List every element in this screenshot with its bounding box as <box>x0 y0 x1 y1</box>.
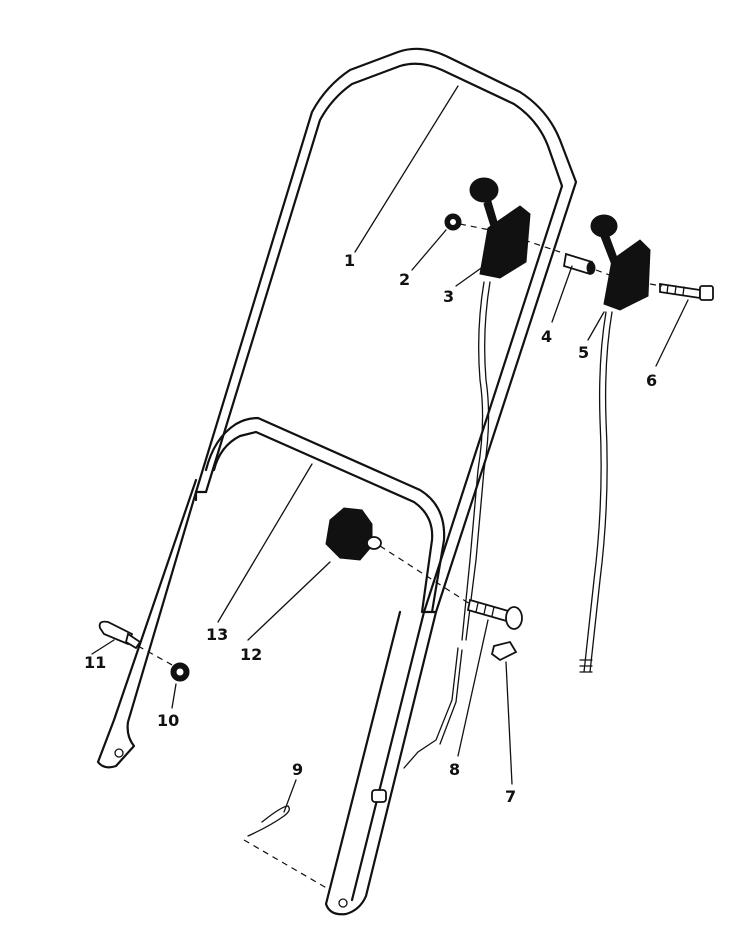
nut-2 <box>444 213 462 231</box>
callout-5: 5 <box>578 343 589 362</box>
assembly-lines <box>137 223 663 891</box>
spacer-4 <box>562 252 596 276</box>
bolt-6 <box>659 282 714 301</box>
callout-2: 2 <box>399 270 410 289</box>
callout-labels: 1 2 3 4 5 6 7 8 9 10 11 12 13 <box>84 251 657 806</box>
callout-8: 8 <box>449 760 460 779</box>
knob-12 <box>325 507 382 561</box>
callout-4: 4 <box>541 327 552 346</box>
control-lever-right <box>590 214 651 311</box>
callout-12: 12 <box>240 645 262 664</box>
upper-handle <box>194 47 578 614</box>
callout-13: 13 <box>206 625 228 644</box>
callout-10: 10 <box>157 711 179 730</box>
callout-9: 9 <box>292 760 303 779</box>
control-lever-left <box>469 177 531 279</box>
nut-10 <box>170 662 190 682</box>
carriage-bolt-8 <box>466 598 523 630</box>
callout-3: 3 <box>443 287 454 306</box>
callout-1: 1 <box>344 251 355 270</box>
bolt-11 <box>98 620 142 650</box>
callout-7: 7 <box>505 787 516 806</box>
leader-lines <box>91 85 689 813</box>
lower-handle <box>96 416 446 916</box>
hairpin-9 <box>247 805 290 837</box>
callout-6: 6 <box>646 371 657 390</box>
control-cables <box>403 281 613 769</box>
callout-11: 11 <box>84 653 106 672</box>
nut-7 <box>490 640 518 662</box>
